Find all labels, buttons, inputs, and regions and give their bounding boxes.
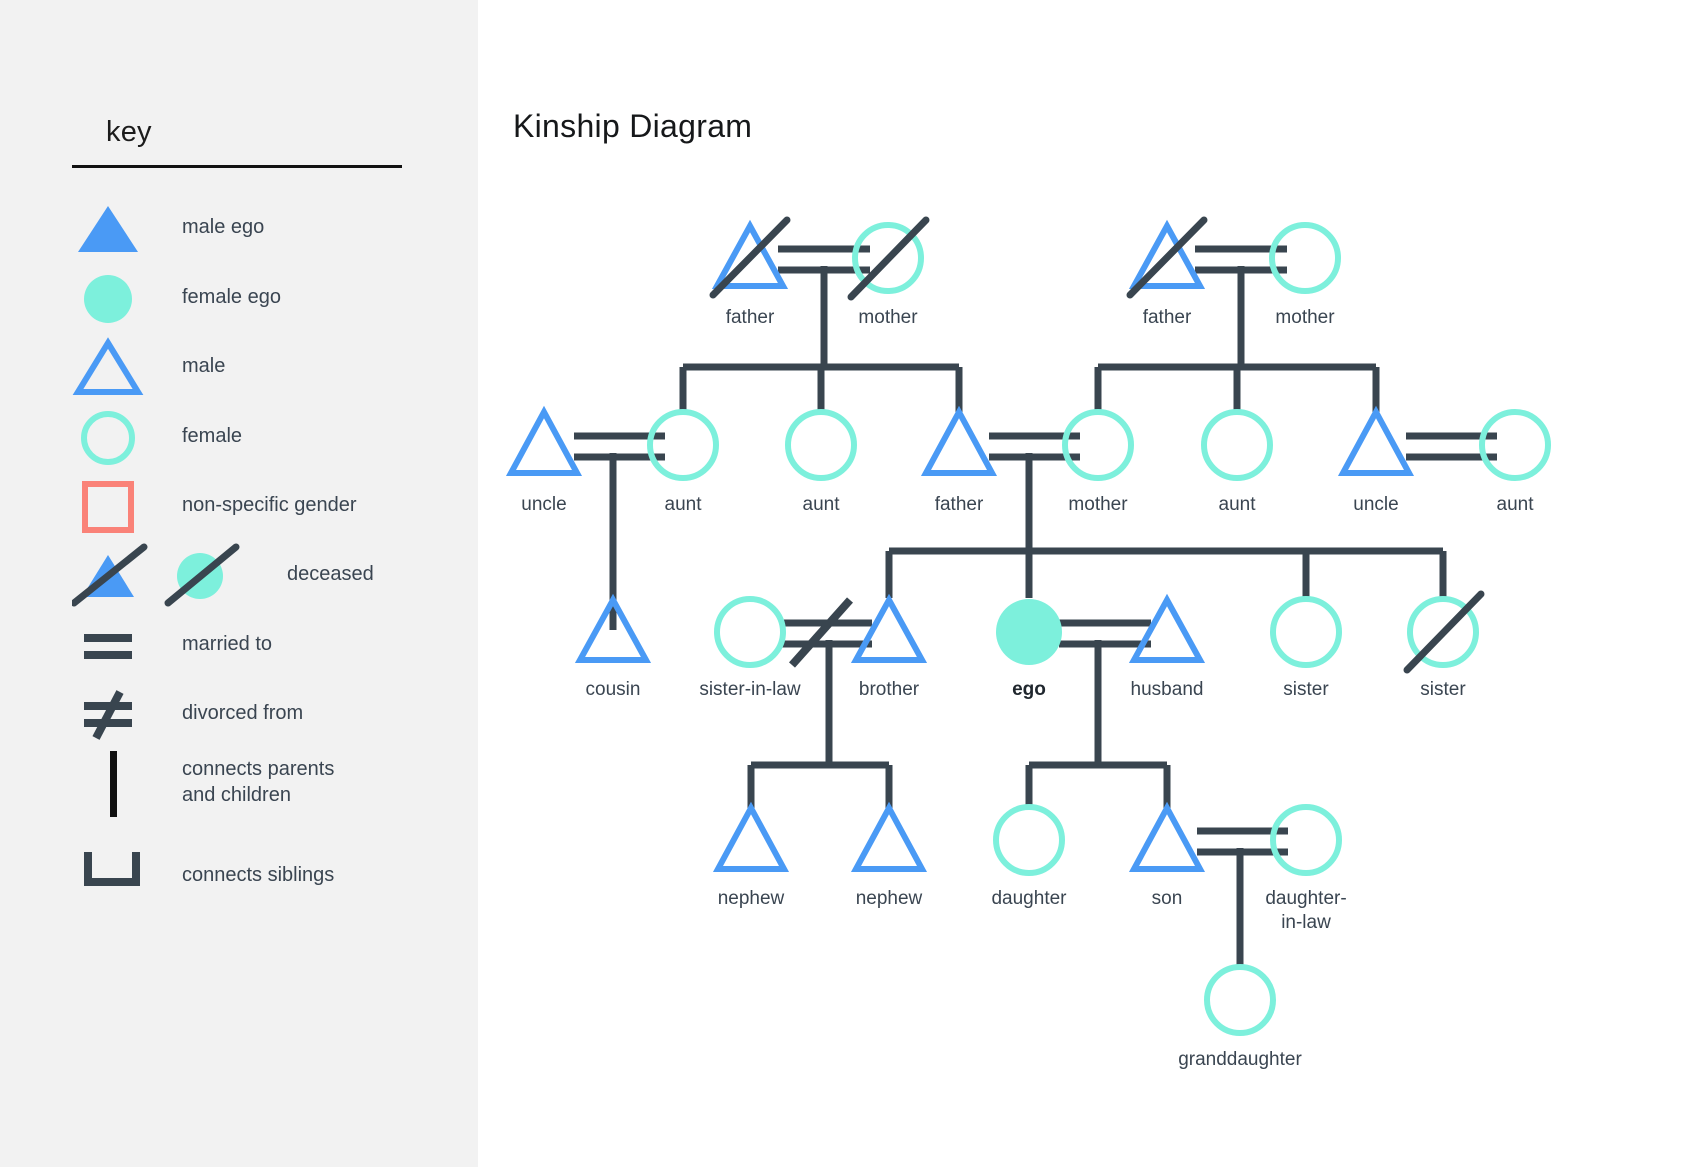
node-uncle-2[interactable]: uncle	[1337, 405, 1415, 515]
node-husband[interactable]: husband	[1128, 593, 1206, 700]
equals-icon	[72, 607, 172, 681]
node-mother-paternal[interactable]: mother	[847, 216, 930, 328]
filled-circle-icon	[996, 599, 1062, 665]
node-cousin[interactable]: cousin	[574, 593, 652, 700]
node-label: granddaughter	[1178, 1049, 1302, 1070]
node-son[interactable]: son	[1128, 801, 1206, 909]
legend-label: married to	[182, 633, 273, 655]
legend-label: male ego	[182, 216, 265, 238]
node-label: sister	[1283, 679, 1329, 700]
node-label: cousin	[586, 679, 641, 700]
legend-item-sibling-bracket: connects siblings	[72, 838, 472, 912]
node-label: father	[1143, 307, 1192, 328]
node-label: nephew	[718, 888, 785, 909]
legend-item-nonspecific-gender: non-specific gender	[72, 468, 472, 542]
node-label: aunt	[1219, 494, 1257, 515]
node-aunt-2[interactable]: aunt	[785, 409, 857, 515]
node-label: aunt	[803, 494, 841, 515]
legend-label: female	[182, 425, 243, 447]
node-label: sister	[1420, 679, 1466, 700]
legend-title: key	[106, 116, 152, 148]
legend-item-male: male	[72, 329, 472, 403]
node-label: daughter	[991, 888, 1067, 909]
legend-panel: key male ego female ego	[0, 0, 478, 1167]
filled-triangle-icon	[72, 190, 172, 264]
node-nephew-1[interactable]: nephew	[712, 801, 790, 909]
legend-label: female ego	[182, 286, 281, 308]
node-sister-1[interactable]: sister	[1270, 596, 1342, 700]
deceased-slash-icon	[1126, 216, 1208, 299]
node-label: father	[935, 494, 984, 515]
filled-circle-icon	[72, 260, 172, 334]
node-label: mother	[858, 307, 918, 328]
legend-label: connects siblings	[182, 864, 335, 886]
node-mother-maternal[interactable]: mother	[1269, 222, 1341, 328]
slashed-shapes-icon	[70, 537, 272, 611]
legend-item-married: married to	[72, 607, 472, 681]
kinship-graph: father mother father mother uncle	[505, 216, 1551, 1070]
generation-grandparents: father mother father mother	[709, 216, 1341, 328]
legend-item-female-ego: female ego	[72, 260, 472, 334]
legend-divider	[72, 165, 402, 168]
legend-item-female: female	[72, 399, 472, 473]
node-label: uncle	[521, 494, 566, 515]
legend-item-parent-child-line: connects parents and children	[72, 745, 472, 819]
node-sister-2[interactable]: sister	[1403, 590, 1485, 700]
node-nephew-2[interactable]: nephew	[850, 801, 928, 909]
node-label: ego	[1012, 679, 1046, 700]
outline-triangle-icon	[72, 329, 172, 403]
node-label: uncle	[1353, 494, 1398, 515]
node-label: sister-in-law	[699, 679, 801, 700]
legend-label: deceased	[287, 563, 374, 585]
generation-children: nephew nephew daughter son daughter- in-…	[712, 801, 1347, 933]
node-father-paternal[interactable]: father	[709, 216, 791, 328]
node-label: brother	[859, 679, 920, 700]
generation-parents: uncle aunt aunt father mother aunt	[505, 405, 1551, 515]
node-aunt-1[interactable]: aunt	[647, 409, 719, 515]
outline-circle-icon	[72, 399, 172, 473]
node-mother[interactable]: mother	[1062, 409, 1134, 515]
node-label-line1: daughter-	[1265, 888, 1346, 909]
legend-item-divorced: divorced from	[72, 676, 472, 750]
node-sister-in-law[interactable]: sister-in-law	[699, 596, 801, 700]
node-label: son	[1152, 888, 1183, 909]
node-label: husband	[1131, 679, 1204, 700]
legend-label: male	[182, 355, 226, 377]
node-aunt-4[interactable]: aunt	[1479, 409, 1551, 515]
deceased-slash-icon	[847, 216, 930, 301]
node-uncle-1[interactable]: uncle	[505, 405, 583, 515]
node-father-maternal[interactable]: father	[1126, 216, 1208, 328]
node-brother[interactable]: brother	[850, 593, 928, 700]
node-ego[interactable]: ego	[996, 599, 1062, 700]
node-label: nephew	[856, 888, 923, 909]
connector-lines	[574, 245, 1497, 968]
page-title: Kinship Diagram	[513, 108, 753, 144]
node-label: aunt	[1497, 494, 1535, 515]
node-label: mother	[1275, 307, 1335, 328]
legend-item-deceased: deceased	[70, 537, 502, 611]
node-aunt-3[interactable]: aunt	[1201, 409, 1273, 515]
legend-label: non-specific gender	[182, 494, 357, 516]
outline-square-icon	[72, 468, 172, 542]
node-label: father	[726, 307, 775, 328]
node-granddaughter[interactable]: granddaughter	[1178, 964, 1302, 1070]
generation-grandchildren: granddaughter	[1178, 964, 1302, 1070]
node-father[interactable]: father	[920, 405, 998, 515]
node-daughter-in-law[interactable]: daughter- in-law	[1265, 804, 1347, 933]
legend-item-male-ego: male ego	[72, 190, 472, 264]
sibling-bracket-icon	[72, 838, 172, 912]
legend-label: connects parents and children	[182, 758, 335, 806]
generation-ego: cousin sister-in-law brother ego husband	[574, 590, 1485, 700]
deceased-slash-icon	[709, 216, 791, 299]
node-label: mother	[1068, 494, 1128, 515]
not-equals-icon	[72, 676, 172, 750]
node-label-line2: in-law	[1281, 912, 1331, 933]
divorce-slash	[789, 597, 853, 668]
vertical-line-icon	[72, 745, 172, 819]
node-daughter[interactable]: daughter	[991, 804, 1067, 909]
legend-label: divorced from	[182, 702, 304, 724]
deceased-slash-icon	[1403, 590, 1485, 674]
node-label: aunt	[665, 494, 703, 515]
